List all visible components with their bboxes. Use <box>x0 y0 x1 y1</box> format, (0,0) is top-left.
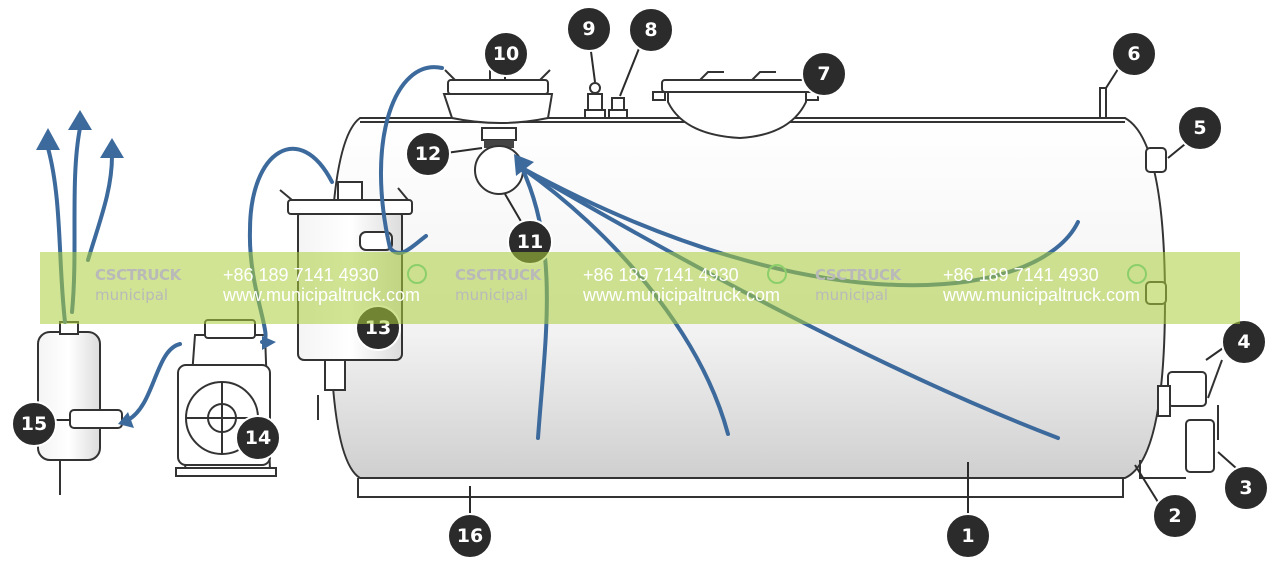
svg-text:14: 14 <box>245 427 271 449</box>
watermark-phone: +86 189 7141 4930 <box>943 265 1099 285</box>
svg-text:12: 12 <box>415 143 441 165</box>
watermark-band <box>40 252 1240 324</box>
callout-14: 14 <box>235 415 281 461</box>
callout-9: 9 <box>566 6 612 52</box>
svg-text:4: 4 <box>1237 331 1250 353</box>
callout-2: 2 <box>1152 493 1198 539</box>
watermark-logo: CSCTRUCK <box>455 266 541 284</box>
svg-text:16: 16 <box>457 525 483 547</box>
vent-pipe <box>1099 87 1107 119</box>
callout-3: 3 <box>1223 465 1269 511</box>
callout-8: 8 <box>628 7 674 53</box>
svg-text:1: 1 <box>961 525 974 547</box>
watermark-url: www.municipaltruck.com <box>943 285 1141 305</box>
svg-text:8: 8 <box>644 19 657 41</box>
top-valves <box>584 82 628 119</box>
callout-1: 1 <box>945 513 991 559</box>
watermark-phone: +86 189 7141 4930 <box>223 265 379 285</box>
watermark-sub: municipal <box>95 286 169 304</box>
svg-text:3: 3 <box>1239 477 1252 499</box>
watermark-2: CSCTRUCK municipal +86 189 7141 4930 www… <box>455 262 815 312</box>
callout-5: 5 <box>1177 105 1223 151</box>
svg-text:5: 5 <box>1193 117 1206 139</box>
svg-text:7: 7 <box>817 63 830 85</box>
top-manhole <box>652 71 819 140</box>
watermark-phone: +86 189 7141 4930 <box>583 265 739 285</box>
watermark-3: CSCTRUCK municipal +86 189 7141 4930 www… <box>815 262 1175 312</box>
callout-7: 7 <box>801 51 847 97</box>
watermark-logo: CSCTRUCK <box>95 266 181 284</box>
callout-4: 4 <box>1221 319 1267 365</box>
callout-12: 12 <box>405 131 451 177</box>
overflow-protector <box>442 69 554 195</box>
watermark-logo: CSCTRUCK <box>815 266 901 284</box>
subframe <box>357 478 1124 498</box>
watermark-url: www.municipaltruck.com <box>583 285 781 305</box>
svg-text:10: 10 <box>493 43 519 65</box>
watermark-url: www.municipaltruck.com <box>223 285 421 305</box>
callout-10: 10 <box>483 31 529 77</box>
svg-text:11: 11 <box>517 231 543 253</box>
svg-text:15: 15 <box>21 413 47 435</box>
watermark-sub: municipal <box>455 286 529 304</box>
svg-text:6: 6 <box>1127 43 1140 65</box>
rear-discharge-valves <box>1139 359 1223 479</box>
svg-text:9: 9 <box>582 18 595 40</box>
callout-15: 15 <box>11 401 57 447</box>
whatsapp-icon <box>1127 264 1147 284</box>
callout-16: 16 <box>447 513 493 559</box>
watermark-1: CSCTRUCK municipal +86 189 7141 4930 www… <box>95 262 455 312</box>
callout-6: 6 <box>1111 31 1157 77</box>
svg-text:2: 2 <box>1168 505 1181 527</box>
watermark-sub: municipal <box>815 286 889 304</box>
whatsapp-icon <box>407 264 427 284</box>
whatsapp-icon <box>767 264 787 284</box>
